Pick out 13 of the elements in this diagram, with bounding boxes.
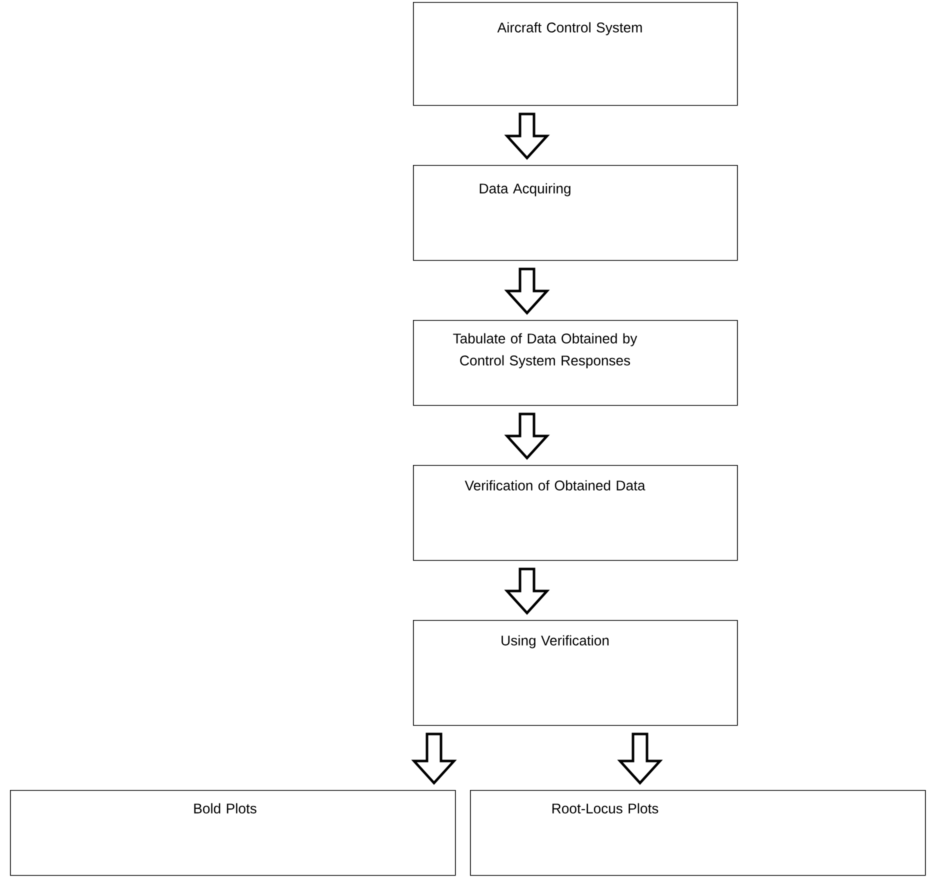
block-arrow <box>504 568 550 615</box>
process-box: Data Acquiring <box>413 165 738 261</box>
block-arrow <box>504 412 550 460</box>
block-arrow <box>617 732 663 785</box>
process-box: Bold Plots <box>10 790 456 876</box>
block-arrow <box>504 268 550 315</box>
block-arrow <box>411 732 457 785</box>
process-box: Tabulate of Data Obtained by Control System Responses <box>413 320 738 406</box>
process-box: Verification of Obtained Data <box>413 465 738 561</box>
block-arrow <box>504 112 550 160</box>
process-box: Root-Locus Plots <box>470 790 926 876</box>
process-box: Aircraft Control System <box>413 2 738 106</box>
process-box: Using Verification <box>413 620 738 726</box>
